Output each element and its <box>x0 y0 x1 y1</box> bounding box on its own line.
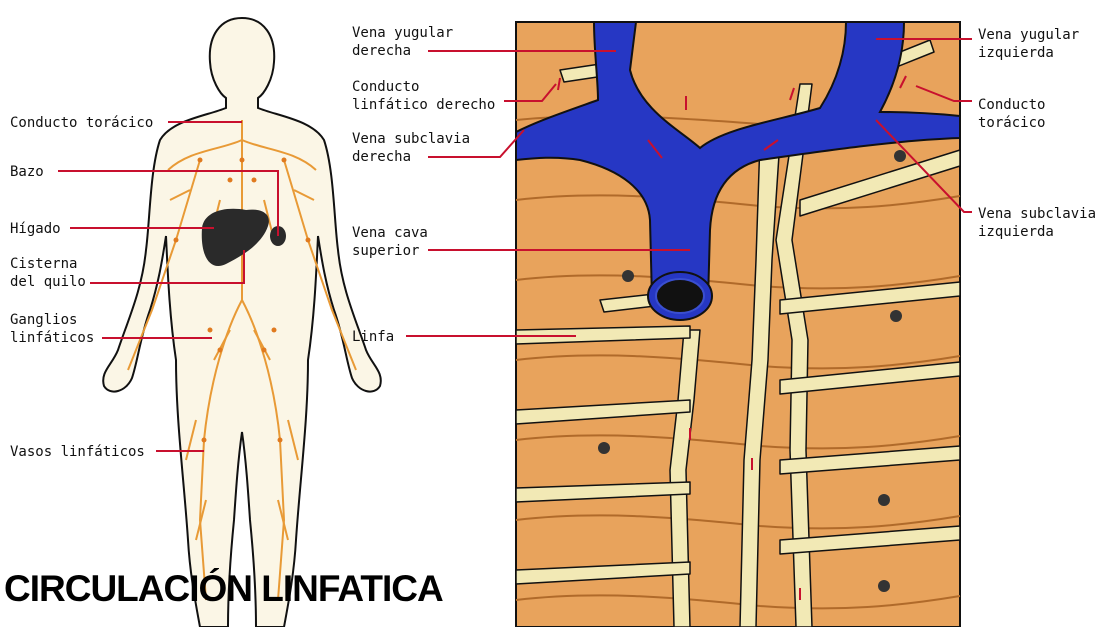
label-ganglios-linfaticos: Ganglios linfáticos <box>10 311 94 347</box>
label-conducto-toracico-body: Conducto torácico <box>10 114 153 132</box>
page-title: CIRCULACIÓN LINFATICA <box>4 568 443 610</box>
label-vena-subclavia-izquierda: Vena subclavia izquierda <box>978 205 1096 241</box>
label-vasos-linfaticos: Vasos linfáticos <box>10 443 145 461</box>
label-linfa: Linfa <box>352 328 394 346</box>
label-bazo: Bazo <box>10 163 44 181</box>
label-vena-yugular-derecha: Vena yugular derecha <box>352 24 453 60</box>
label-conducto-toracico-detail: Conducto torácico <box>978 96 1045 132</box>
label-vena-cava-superior: Vena cava superior <box>352 224 428 260</box>
label-conducto-linfatico-derecho: Conducto linfático derecho <box>352 78 495 114</box>
body-figure <box>58 18 381 627</box>
body-outline <box>103 18 381 627</box>
label-vena-subclavia-derecha: Vena subclavia derecha <box>352 130 470 166</box>
label-higado: Hígado <box>10 220 61 238</box>
label-cisterna-del-quilo: Cisterna del quilo <box>10 255 86 291</box>
vena-cava-lumen <box>656 279 704 313</box>
label-vena-yugular-izquierda: Vena yugular izquierda <box>978 26 1079 62</box>
